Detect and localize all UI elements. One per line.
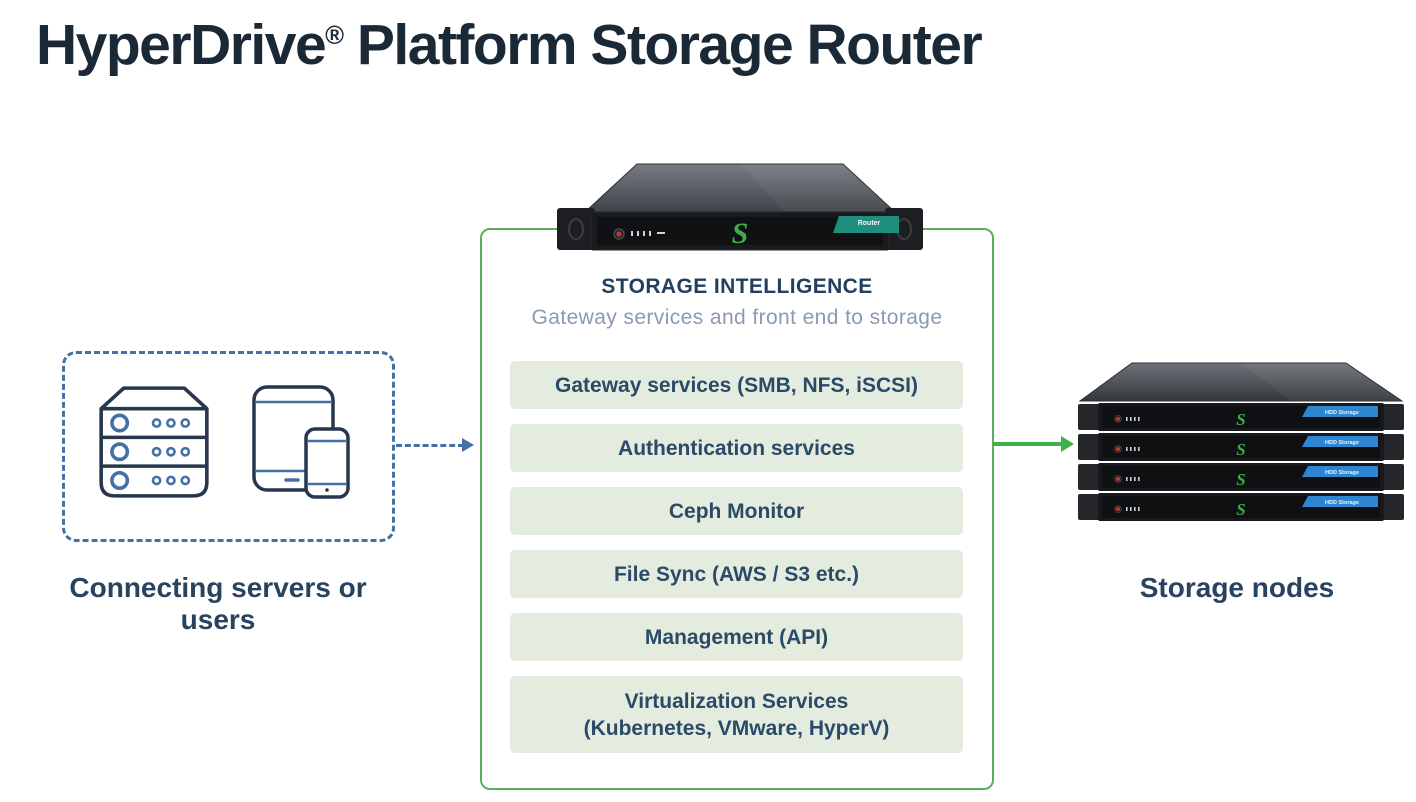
softiron-logo: S xyxy=(1236,470,1245,489)
green-arrow xyxy=(993,436,1079,452)
router-status-leds xyxy=(631,231,665,236)
services-list: Gateway services (SMB, NFS, iSCSI) Authe… xyxy=(510,361,963,753)
storage-badge-label: HDD Storage xyxy=(1325,470,1359,476)
storage-badge-label: HDD Storage xyxy=(1325,500,1359,506)
storage-badge-label: HDD Storage xyxy=(1325,410,1359,416)
clients-caption: Connecting servers or users xyxy=(69,572,367,635)
dashed-arrow xyxy=(396,438,476,454)
server-bay-leds xyxy=(110,413,191,490)
page-title-rest: Platform Storage Router xyxy=(342,13,983,77)
storage-unit-badge xyxy=(1302,406,1378,417)
router-appliance-image: S Router xyxy=(557,163,923,251)
dashed-arrow-line xyxy=(396,444,464,447)
storage-nodes-image: S HDD Storage S HDD Storage S H xyxy=(1078,362,1404,521)
page-title: HyperDrive® Platform Storage Router xyxy=(36,12,983,78)
service-row-file-sync: File Sync (AWS / S3 etc.) xyxy=(510,550,963,598)
service-row-gateway: Gateway services (SMB, NFS, iSCSI) xyxy=(510,361,963,409)
storage-unit-2: S HDD Storage xyxy=(1078,433,1404,461)
service-row-ceph-monitor: Ceph Monitor xyxy=(510,487,963,535)
router-left-ear xyxy=(557,208,595,250)
router-badge-label: Router xyxy=(858,220,881,227)
softiron-logo: S xyxy=(1236,410,1245,429)
storage-nodes-caption: Storage nodes xyxy=(1139,572,1335,603)
storage-unit-badge xyxy=(1302,496,1378,507)
page-title-brand: HyperDrive xyxy=(36,13,327,77)
storage-intelligence-heading: STORAGE INTELLIGENCE xyxy=(601,275,873,298)
server-rack-icon xyxy=(99,386,209,498)
storage-intelligence-subheading: Gateway services and front end to storag… xyxy=(531,306,943,329)
softiron-logo: S xyxy=(1236,440,1245,459)
softiron-logo: S xyxy=(732,217,749,250)
green-arrow-line xyxy=(993,442,1063,446)
service-row-authentication: Authentication services xyxy=(510,424,963,472)
storage-unit-4: S HDD Storage xyxy=(1078,493,1404,521)
storage-unit-badge xyxy=(1302,466,1378,477)
storage-unit-1: S HDD Storage xyxy=(1078,403,1404,431)
storage-top-lid xyxy=(1078,362,1404,402)
router-model-badge xyxy=(833,216,899,233)
client-devices-icon xyxy=(252,385,350,499)
dashed-arrow-head xyxy=(462,438,474,452)
storage-badge-label: HDD Storage xyxy=(1325,440,1359,446)
router-vent-mesh xyxy=(597,217,883,245)
smartphone-icon xyxy=(304,427,350,499)
router-power-led xyxy=(616,231,622,237)
service-row-management: Management (API) xyxy=(510,613,963,661)
green-arrow-head xyxy=(1061,436,1074,452)
storage-unit-3: S HDD Storage xyxy=(1078,463,1404,491)
service-row-virtualization: Virtualization Services (Kubernetes, VMw… xyxy=(510,676,963,753)
registered-trademark-mark: ® xyxy=(325,22,344,50)
softiron-logo: S xyxy=(1236,500,1245,519)
storage-unit-badge xyxy=(1302,436,1378,447)
